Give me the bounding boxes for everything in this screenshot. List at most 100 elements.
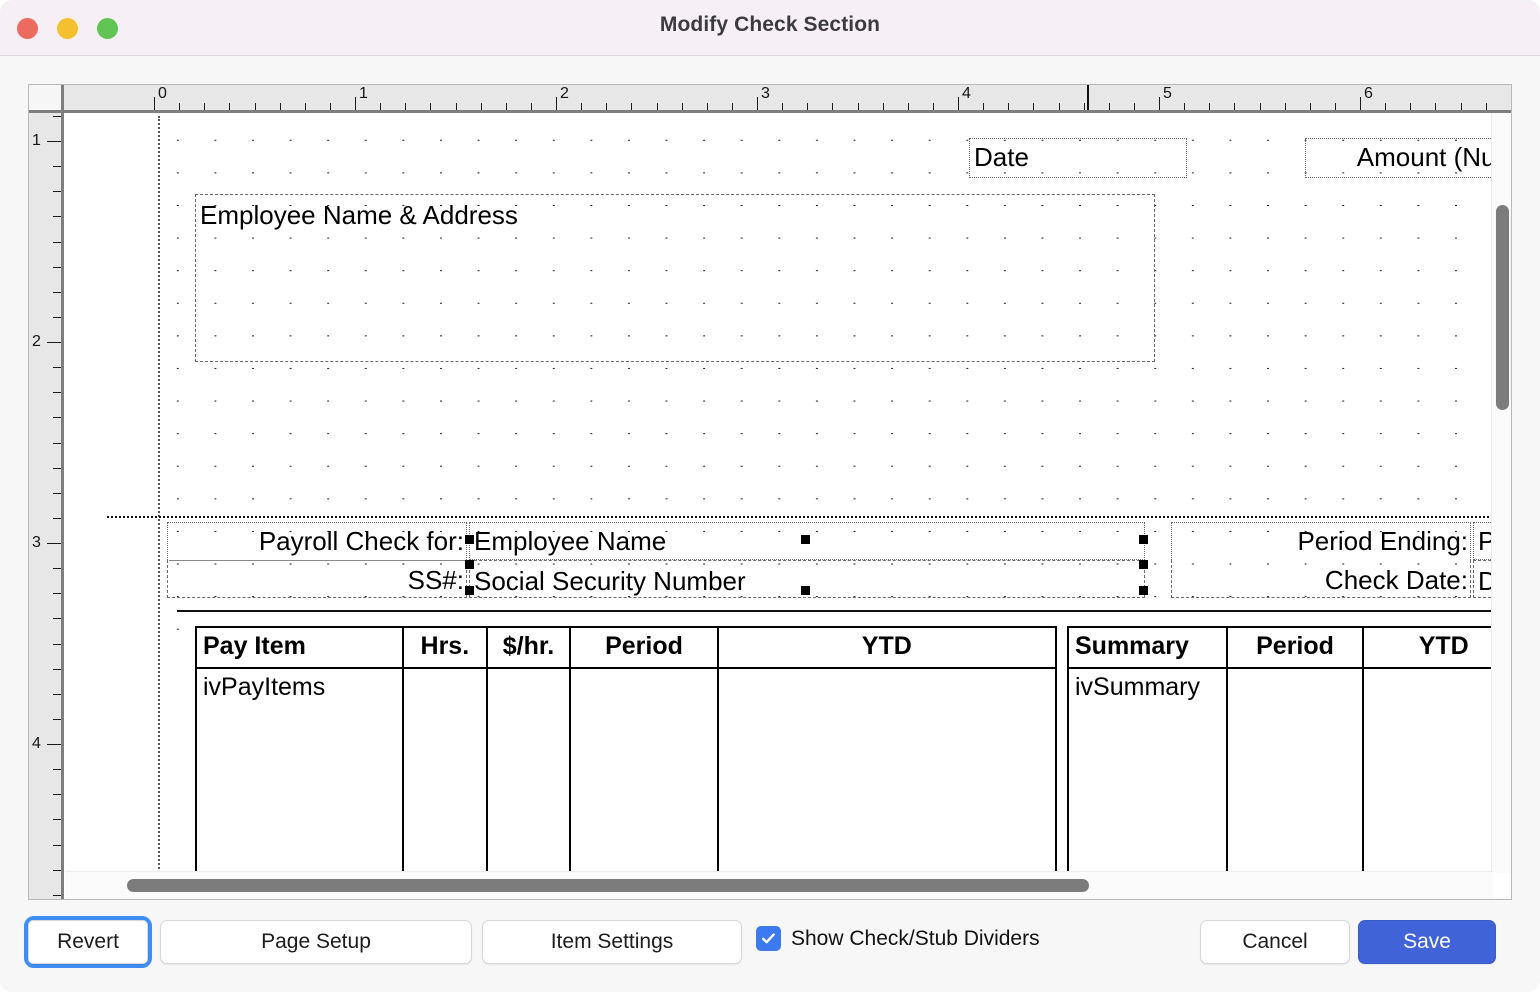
- selection-handle-mid-left[interactable]: [465, 560, 474, 569]
- employee-name-address-field[interactable]: Employee Name & Address: [195, 194, 1155, 362]
- ruler-label-v-4: 4: [32, 735, 41, 752]
- check-date-label[interactable]: Check Date:: [1171, 560, 1471, 598]
- check-stub-divider: [107, 516, 1511, 518]
- ruler-tick-minor: [1184, 103, 1186, 110]
- ruler-tick-minor: [53, 819, 61, 821]
- ruler-tick-minor: [53, 568, 61, 570]
- left-margin-guide: [158, 116, 160, 876]
- ruler-tick-minor: [53, 593, 61, 595]
- column-header-ytd: YTD: [861, 632, 912, 660]
- ruler-tick-minor: [1510, 103, 1511, 110]
- ruler-tick-minor: [832, 103, 834, 110]
- selection-handle-bottom-left[interactable]: [465, 586, 474, 595]
- column-header-period: Period: [571, 628, 719, 667]
- cell-rate: [488, 669, 572, 891]
- page-setup-button[interactable]: Page Setup: [160, 920, 472, 964]
- minimize-button[interactable]: [57, 18, 78, 39]
- ruler-tick-minor: [53, 618, 61, 620]
- horizontal-scrollbar[interactable]: [65, 871, 1493, 899]
- horizontal-scrollbar-thumb[interactable]: [127, 879, 1089, 892]
- ruler-tick-minor: [731, 103, 733, 110]
- ruler-label-v-2: 2: [32, 333, 41, 350]
- column-header-hrs: Hrs.: [404, 628, 488, 667]
- ruler-tick-minor: [279, 103, 281, 110]
- ruler-tick-minor: [229, 103, 231, 110]
- ruler-tick-major: [1159, 97, 1160, 110]
- column-header-summary: Summary: [1069, 628, 1228, 667]
- checkmark-icon[interactable]: [756, 926, 781, 951]
- show-dividers-label: Show Check/Stub Dividers: [791, 926, 1040, 950]
- cell-summary-ytd: [1364, 669, 1511, 891]
- ruler-tick-minor: [1485, 103, 1487, 110]
- ruler-tick-minor: [1460, 103, 1462, 110]
- payroll-check-for-label[interactable]: Payroll Check for:: [167, 522, 467, 560]
- ruler-tick-minor: [430, 103, 432, 110]
- ruler-tick-minor: [1108, 103, 1110, 110]
- layout-canvas[interactable]: Date Amount (Num Employee Name & Address…: [67, 116, 1511, 899]
- ruler-tick-major: [1360, 97, 1361, 110]
- table-row[interactable]: ivPayItems: [197, 669, 1055, 891]
- ruler-tick-minor: [807, 103, 809, 110]
- ruler-tick-minor: [1385, 103, 1387, 110]
- ruler-tick-minor: [53, 718, 61, 720]
- ruler-tick-minor: [882, 103, 884, 110]
- selection-handle-bottom-right[interactable]: [1139, 586, 1148, 595]
- ss-number-label[interactable]: SS#:: [167, 560, 467, 598]
- ruler-tick-minor: [53, 794, 61, 796]
- maximize-button[interactable]: [97, 18, 118, 39]
- selection-handle-top-right[interactable]: [1139, 535, 1148, 544]
- save-button[interactable]: Save: [1358, 920, 1496, 964]
- vertical-scrollbar-thumb[interactable]: [1496, 205, 1509, 410]
- summary-table[interactable]: Summary Period YTD ivSummary: [1067, 626, 1511, 891]
- revert-button-focus-ring: Revert: [24, 916, 152, 968]
- check-page: Date Amount (Num Employee Name & Address…: [67, 116, 1511, 899]
- ruler-tick-minor: [1234, 103, 1236, 110]
- ruler-tick-minor: [53, 191, 61, 193]
- ruler-tick-minor: [480, 103, 482, 110]
- ruler-label-h-1: 1: [359, 85, 368, 102]
- period-ending-label[interactable]: Period Ending:: [1171, 522, 1471, 560]
- item-settings-button[interactable]: Item Settings: [482, 920, 742, 964]
- ruler-tick-minor: [1334, 103, 1336, 110]
- ruler-label-v-3: 3: [32, 534, 41, 551]
- employee-name-value-field[interactable]: Employee Name: [469, 522, 1145, 560]
- selection-handle-mid-right[interactable]: [1139, 560, 1148, 569]
- ruler-tick-minor: [53, 367, 61, 369]
- ruler-tick-minor: [53, 266, 61, 268]
- vertical-scrollbar[interactable]: [1491, 113, 1511, 873]
- show-dividers-checkbox-group[interactable]: Show Check/Stub Dividers: [756, 926, 1040, 951]
- date-field[interactable]: Date: [969, 138, 1187, 178]
- selection-handle-bottom-center[interactable]: [801, 586, 810, 595]
- ruler-tick-minor: [1133, 103, 1135, 110]
- cell-hrs: [404, 669, 488, 891]
- ruler-tick-major: [154, 97, 155, 110]
- ss-number-value-field[interactable]: Social Security Number: [469, 560, 1145, 598]
- close-button[interactable]: [17, 18, 38, 39]
- pay-items-table[interactable]: Pay Item Hrs. $/hr. Period YTD ivPayItem…: [195, 626, 1057, 891]
- right-margin-marker[interactable]: [1086, 85, 1089, 110]
- ruler-tick-minor: [53, 291, 61, 293]
- ruler-label-h-6: 6: [1364, 85, 1373, 102]
- ruler-tick-minor: [1435, 103, 1437, 110]
- ruler-label-h-2: 2: [560, 85, 569, 102]
- ruler-tick-minor: [1309, 103, 1311, 110]
- ruler-tick-minor: [204, 103, 206, 110]
- ruler-tick-minor: [380, 103, 382, 110]
- ruler-tick-minor: [1284, 103, 1286, 110]
- table-row[interactable]: ivSummary: [1069, 669, 1511, 891]
- ruler-tick-minor: [530, 103, 532, 110]
- amount-numeric-field[interactable]: Amount (Num: [1305, 138, 1511, 178]
- ruler-tick-minor: [53, 166, 61, 168]
- ruler-tick-minor: [1410, 103, 1412, 110]
- stub-header-rule: [177, 610, 1511, 612]
- selection-handle-top-left[interactable]: [465, 535, 474, 544]
- ruler-label-h-3: 3: [761, 85, 770, 102]
- revert-button[interactable]: Revert: [28, 920, 148, 964]
- ruler-tick-minor: [932, 103, 934, 110]
- cancel-button[interactable]: Cancel: [1200, 920, 1350, 964]
- ruler-tick-minor: [53, 467, 61, 469]
- selection-handle-top-center[interactable]: [801, 535, 810, 544]
